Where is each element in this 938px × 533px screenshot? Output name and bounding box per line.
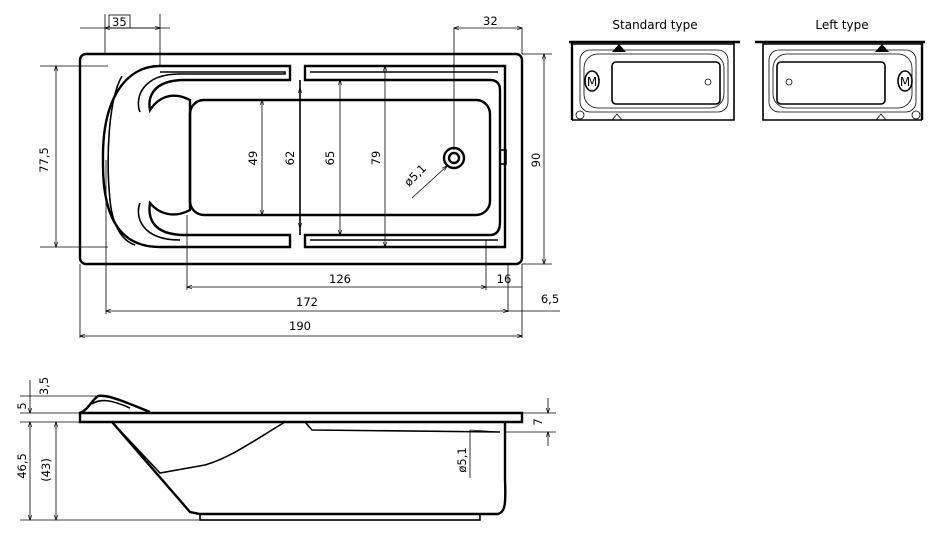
side-dim-46-5: 46,5 [15,453,29,479]
dim-16: 16 [497,272,512,286]
side-dim-5: 5 [15,402,29,409]
dim-drain: ø5,1 [401,161,429,189]
dim-35: 35 [112,15,127,29]
side-view: 3,5 5 46,5 (43) ø5,1 7 [15,377,556,521]
variant-left: Left type M [755,18,925,121]
variant-standard: Standard type M [569,18,740,121]
dim-77-5: 77,5 [37,147,51,173]
plan-view: 35 32 77,5 90 49 62 65 79 ø5,1 126 16 17… [37,14,560,338]
side-body [111,421,507,516]
variant-standard-motor: M [587,75,597,89]
drain [442,146,466,170]
side-dim-7: 7 [531,418,545,425]
dim-62: 62 [283,151,297,166]
dim-190: 190 [289,319,311,333]
side-dim-43: (43) [39,458,53,482]
side-rim [78,411,524,424]
dim-65: 65 [323,151,337,166]
dim-90: 90 [529,153,543,168]
headrest-outline [101,64,292,249]
dim-49: 49 [246,151,260,166]
dim-79: 79 [369,151,383,166]
dim-126: 126 [329,272,351,286]
side-dim-drain: ø5,1 [455,447,469,472]
variant-left-title: Left type [815,18,868,32]
variant-standard-title: Standard type [612,18,697,32]
dim-6-5: 6,5 [541,292,559,306]
side-dim-3-5: 3,5 [37,377,51,395]
variant-left-motor: M [900,75,910,89]
dim-172: 172 [296,295,318,309]
dim-32: 32 [483,14,498,28]
tub-outer-rim [78,52,524,266]
